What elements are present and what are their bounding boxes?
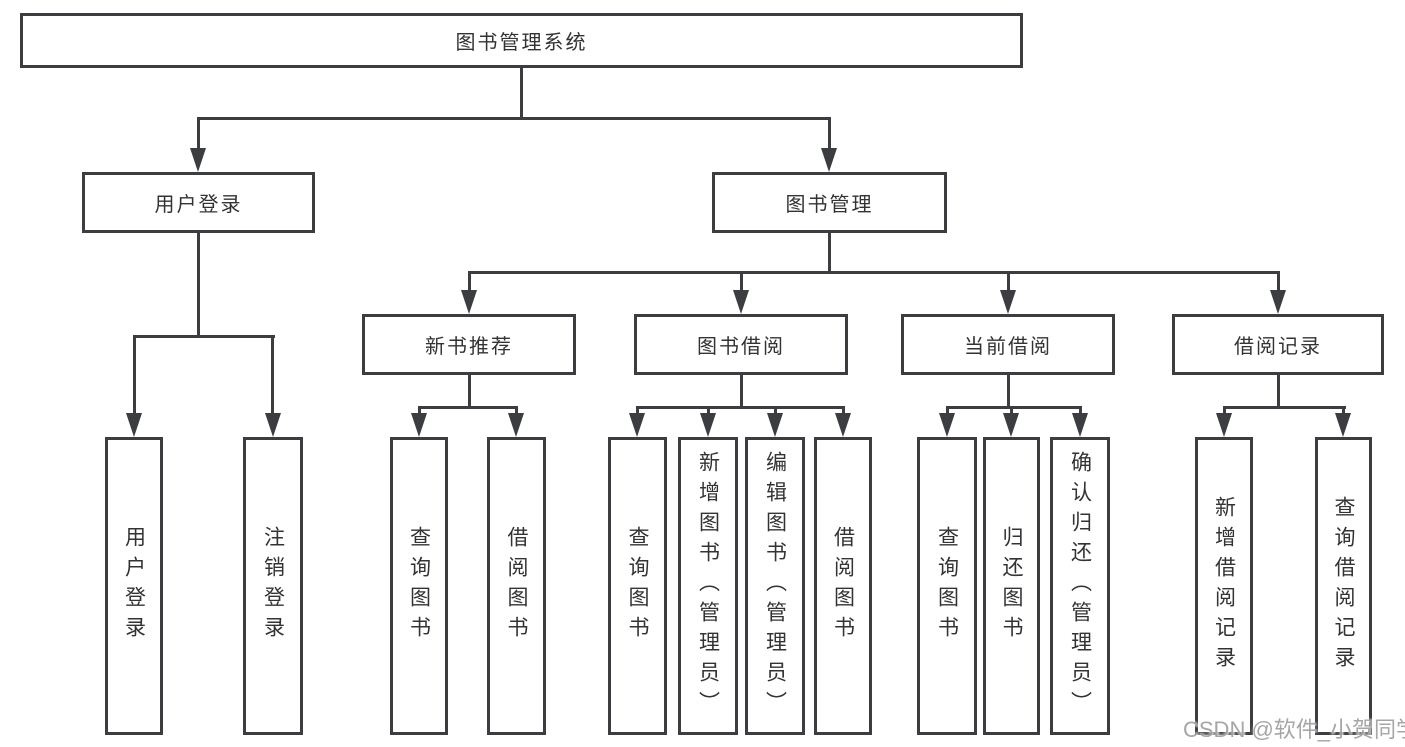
connector-bookmgmt-drop-1	[468, 271, 471, 293]
connector-records-hline	[1223, 406, 1346, 409]
arrowhead-add-record	[1216, 413, 1232, 437]
connector-newbook-hline	[418, 406, 518, 409]
leaf-logout-label: 注销登录	[261, 526, 285, 646]
leaf-add-borrow-record: 新增借阅记录	[1195, 437, 1253, 735]
leaf-borrow-edit-admin: 编辑图书（管理员）	[745, 437, 805, 735]
arrowhead-current-borrow	[1000, 290, 1016, 314]
leaf-current-query-label: 查询图书	[935, 526, 959, 646]
leaf-borrow-query: 查询图书	[608, 437, 667, 735]
connector-borrow-stem	[740, 375, 743, 406]
leaf-confirm-return-admin: 确认归还（管理员）	[1050, 437, 1110, 735]
node-user-login-label: 用户登录	[154, 194, 243, 216]
connector-bookmgmt-drop-4	[1277, 271, 1280, 293]
arrowhead-borrow-book	[835, 413, 851, 437]
connector-userlogin-drop-2	[271, 335, 274, 415]
leaf-user-login-label: 用户登录	[122, 526, 146, 646]
connector-current-drop-1	[946, 406, 949, 416]
connector-root-drop-left	[197, 117, 200, 150]
node-user-login: 用户登录	[82, 172, 315, 233]
leaf-borrow-book: 借阅图书	[814, 437, 872, 735]
node-book-management-label: 图书管理	[785, 194, 874, 216]
node-new-book-recommend-label: 新书推荐	[425, 336, 513, 358]
arrowhead-return-book	[1003, 413, 1019, 437]
leaf-newbook-query-label: 查询图书	[407, 526, 431, 646]
arrowhead-current-query	[939, 413, 955, 437]
node-borrow-records-label: 借阅记录	[1234, 336, 1322, 358]
arrowhead-query-record	[1335, 413, 1351, 437]
connector-current-drop-2	[1010, 406, 1013, 416]
node-book-management: 图书管理	[712, 172, 947, 233]
arrowhead-newbook-borrow	[508, 413, 524, 437]
node-root: 图书管理系统	[20, 13, 1023, 68]
node-new-book-recommend: 新书推荐	[362, 314, 576, 375]
leaf-user-login: 用户登录	[105, 437, 163, 735]
arrowhead-leaf-user-login	[126, 413, 142, 437]
connector-newbook-stem	[468, 375, 471, 406]
arrowhead-borrow-query	[629, 413, 645, 437]
connector-userlogin-stem	[197, 233, 200, 335]
leaf-add-borrow-record-label: 新增借阅记录	[1212, 496, 1236, 676]
connector-bookmgmt-drop-3	[1007, 271, 1010, 293]
leaf-logout: 注销登录	[243, 437, 303, 735]
arrowhead-borrow-records	[1270, 290, 1286, 314]
leaf-query-borrow-record: 查询借阅记录	[1315, 437, 1372, 735]
leaf-confirm-return-admin-label: 确认归还（管理员）	[1068, 451, 1092, 721]
leaf-borrow-query-label: 查询图书	[626, 526, 649, 646]
watermark: CSDN @软件_小贺同学	[1183, 717, 1405, 742]
connector-borrow-hline	[636, 406, 845, 409]
connector-records-stem	[1277, 375, 1280, 406]
node-borrow-records: 借阅记录	[1172, 314, 1384, 375]
connector-bookmgmt-stem	[828, 233, 831, 271]
connector-newbook-drop-2	[515, 406, 518, 416]
connector-bookmgmt-hline	[468, 271, 1280, 274]
connector-borrow-drop-2	[707, 406, 710, 416]
connector-current-stem	[1007, 375, 1010, 406]
node-book-borrow: 图书借阅	[634, 314, 848, 375]
connector-records-drop-2	[1342, 406, 1345, 416]
leaf-return-book: 归还图书	[983, 437, 1040, 735]
connector-root-hline	[197, 117, 831, 120]
connector-current-drop-3	[1079, 406, 1082, 416]
leaf-newbook-borrow-label: 借阅图书	[505, 526, 528, 646]
connector-root-drop-right	[828, 117, 831, 150]
node-book-borrow-label: 图书借阅	[697, 336, 785, 358]
arrowhead-book-borrow	[733, 290, 749, 314]
arrowhead-borrow-add	[700, 413, 716, 437]
leaf-return-book-label: 归还图书	[1000, 526, 1023, 646]
leaf-borrow-edit-admin-label: 编辑图书（管理员）	[763, 451, 787, 721]
connector-borrow-drop-3	[774, 406, 777, 416]
arrowhead-borrow-edit	[767, 413, 783, 437]
leaf-borrow-book-label: 借阅图书	[831, 526, 855, 646]
connector-bookmgmt-drop-2	[740, 271, 743, 293]
leaf-newbook-query: 查询图书	[390, 437, 448, 735]
node-root-label: 图书管理系统	[455, 32, 588, 54]
connector-current-hline	[946, 406, 1082, 409]
arrowhead-book-management	[821, 148, 837, 172]
node-current-borrow: 当前借阅	[901, 314, 1115, 375]
connector-newbook-drop-1	[418, 406, 421, 416]
leaf-newbook-borrow: 借阅图书	[487, 437, 546, 735]
leaf-borrow-add-admin: 新增图书（管理员）	[678, 437, 738, 735]
connector-records-drop-1	[1223, 406, 1226, 416]
arrowhead-new-book-recommend	[461, 290, 477, 314]
arrowhead-confirm-return	[1072, 413, 1088, 437]
arrowhead-user-login	[190, 148, 206, 172]
arrowhead-newbook-query	[411, 413, 427, 437]
connector-root-stem	[520, 68, 523, 117]
node-current-borrow-label: 当前借阅	[964, 336, 1052, 358]
leaf-query-borrow-record-label: 查询借阅记录	[1332, 496, 1355, 676]
connector-userlogin-hline	[133, 335, 275, 338]
arrowhead-leaf-logout	[265, 413, 281, 437]
leaf-current-query: 查询图书	[917, 437, 977, 735]
connector-borrow-drop-4	[842, 406, 845, 416]
connector-userlogin-drop-1	[133, 335, 136, 415]
leaf-borrow-add-admin-label: 新增图书（管理员）	[696, 451, 720, 721]
connector-borrow-drop-1	[636, 406, 639, 416]
